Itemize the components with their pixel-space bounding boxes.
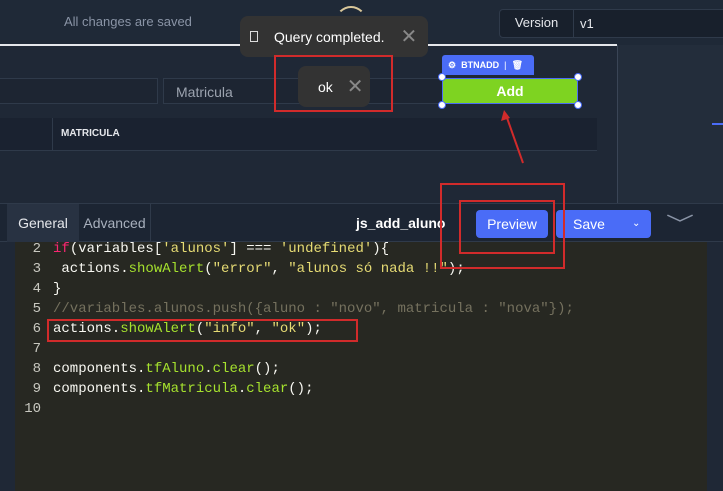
trash-icon[interactable]: 🗑 [511,59,524,70]
annotation-box [47,319,358,342]
code-token: (variables[ [69,242,163,257]
separator: | [504,60,507,70]
toast-message: ok [318,78,333,95]
code-line[interactable]: 7 [15,339,53,359]
line-number: 6 [32,321,41,337]
table-body [0,151,597,203]
code-line[interactable]: 5 //variables.alunos.push({aluno : "novo"… [15,299,574,319]
code-token: clear [212,361,255,377]
code-token: actions. [53,261,129,277]
panel-tab-indicator [712,123,723,125]
resize-handle[interactable] [574,73,582,81]
aluno-input[interactable] [0,78,158,104]
gear-icon[interactable]: ⚙ [448,59,457,70]
code-line[interactable]: 6 actions.showAlert("info", "ok"); [15,319,322,339]
toast-ok: ok ✕ [298,66,370,107]
toast-query-completed: Query completed. ✕ [240,16,428,57]
line-number: 4 [32,281,41,297]
save-label: Save [573,216,605,232]
tab-general[interactable]: General [7,204,79,242]
code-token: actions. [53,321,121,337]
code-token: . [237,381,247,397]
query-panel-header: General Advanced js_add_aluno Preview Sa… [0,203,723,242]
line-number: 10 [24,401,41,417]
column-header-matricula[interactable]: MATRICULA [61,128,120,139]
code-token: showAlert [128,261,205,277]
code-token: "ok" [271,321,306,337]
code-line[interactable]: 4} [15,279,62,299]
line-number: 9 [32,381,41,397]
code-editor[interactable]: 2 if(variables['alunos'] === 'undefined')… [15,242,707,491]
code-token: tfMatricula [145,381,238,397]
code-token: ( [204,261,213,277]
save-button[interactable]: Save ⌄ [556,210,651,238]
annotation-arrow [501,110,524,164]
code-token: "error" [212,261,272,277]
code-token: } [53,281,62,297]
code-token: ( [195,321,205,337]
code-token: , [271,261,289,277]
code-token: clear [246,381,289,397]
code-line[interactable]: 8 components.tfAluno.clear(); [15,359,280,379]
add-button[interactable]: Add [442,78,578,104]
column-divider [52,118,53,151]
version-label: Version [500,10,574,37]
annotation-box [440,183,565,269]
code-token: showAlert [120,321,196,337]
resize-handle[interactable] [438,101,446,109]
line-number: 8 [32,361,41,377]
code-token: components. [53,361,146,377]
resize-handle[interactable] [438,73,446,81]
left-gutter [0,242,15,491]
code-token: ); [305,321,322,337]
collapse-chevron-icon[interactable]: ﹀ [666,214,694,236]
code-token: "info" [204,321,255,337]
code-token: components. [53,381,146,397]
code-line[interactable]: 2 if(variables['alunos'] === 'undefined')… [15,242,390,259]
code-token: ] === [229,242,280,257]
code-token: , [254,321,272,337]
line-number: 3 [32,261,41,277]
code-token: "alunos só nada !!" [288,261,448,277]
code-token: (); [254,361,280,377]
version-value: v1 [580,16,594,31]
code-token: 'alunos' [162,242,230,257]
version-select[interactable]: Version v1 [499,9,723,38]
code-token: if [53,242,70,257]
component-name: BTNADD [461,60,500,70]
annotation-box [274,55,393,112]
preview-button[interactable]: Preview [476,210,548,238]
code-token: tfAluno [145,361,205,377]
close-icon[interactable]: ✕ [346,76,364,98]
code-token: (); [288,381,314,397]
line-number: 7 [32,341,41,357]
close-icon[interactable]: ✕ [400,26,418,48]
component-tag[interactable]: ⚙ BTNADD | 🗑 [442,55,534,75]
code-token: 'undefined' [279,242,373,257]
chevron-down-icon[interactable]: ⌄ [632,218,641,229]
table-header [0,118,597,151]
code-token: ){ [372,242,390,257]
spinner-icon [335,6,367,38]
line-number: 2 [32,242,41,257]
code-token: ); [447,261,465,277]
resize-handle[interactable] [574,101,582,109]
code-line[interactable]: 10 [15,399,53,419]
code-line[interactable]: 9 components.tfMatricula.clear(); [15,379,314,399]
save-status: All changes are saved [64,14,192,29]
toast-message: Query completed. [274,28,385,45]
query-title: js_add_aluno [356,215,446,231]
code-token: //variables.alunos.push({aluno : "novo",… [53,301,574,317]
code-line[interactable]: 3 actions.showAlert("error", "alunos só … [15,259,465,279]
annotation-box [459,200,555,254]
right-panel [617,45,723,205]
code-token: . [204,361,213,377]
line-number: 5 [32,301,41,317]
tab-advanced[interactable]: Advanced [79,204,151,242]
info-icon [250,31,258,42]
